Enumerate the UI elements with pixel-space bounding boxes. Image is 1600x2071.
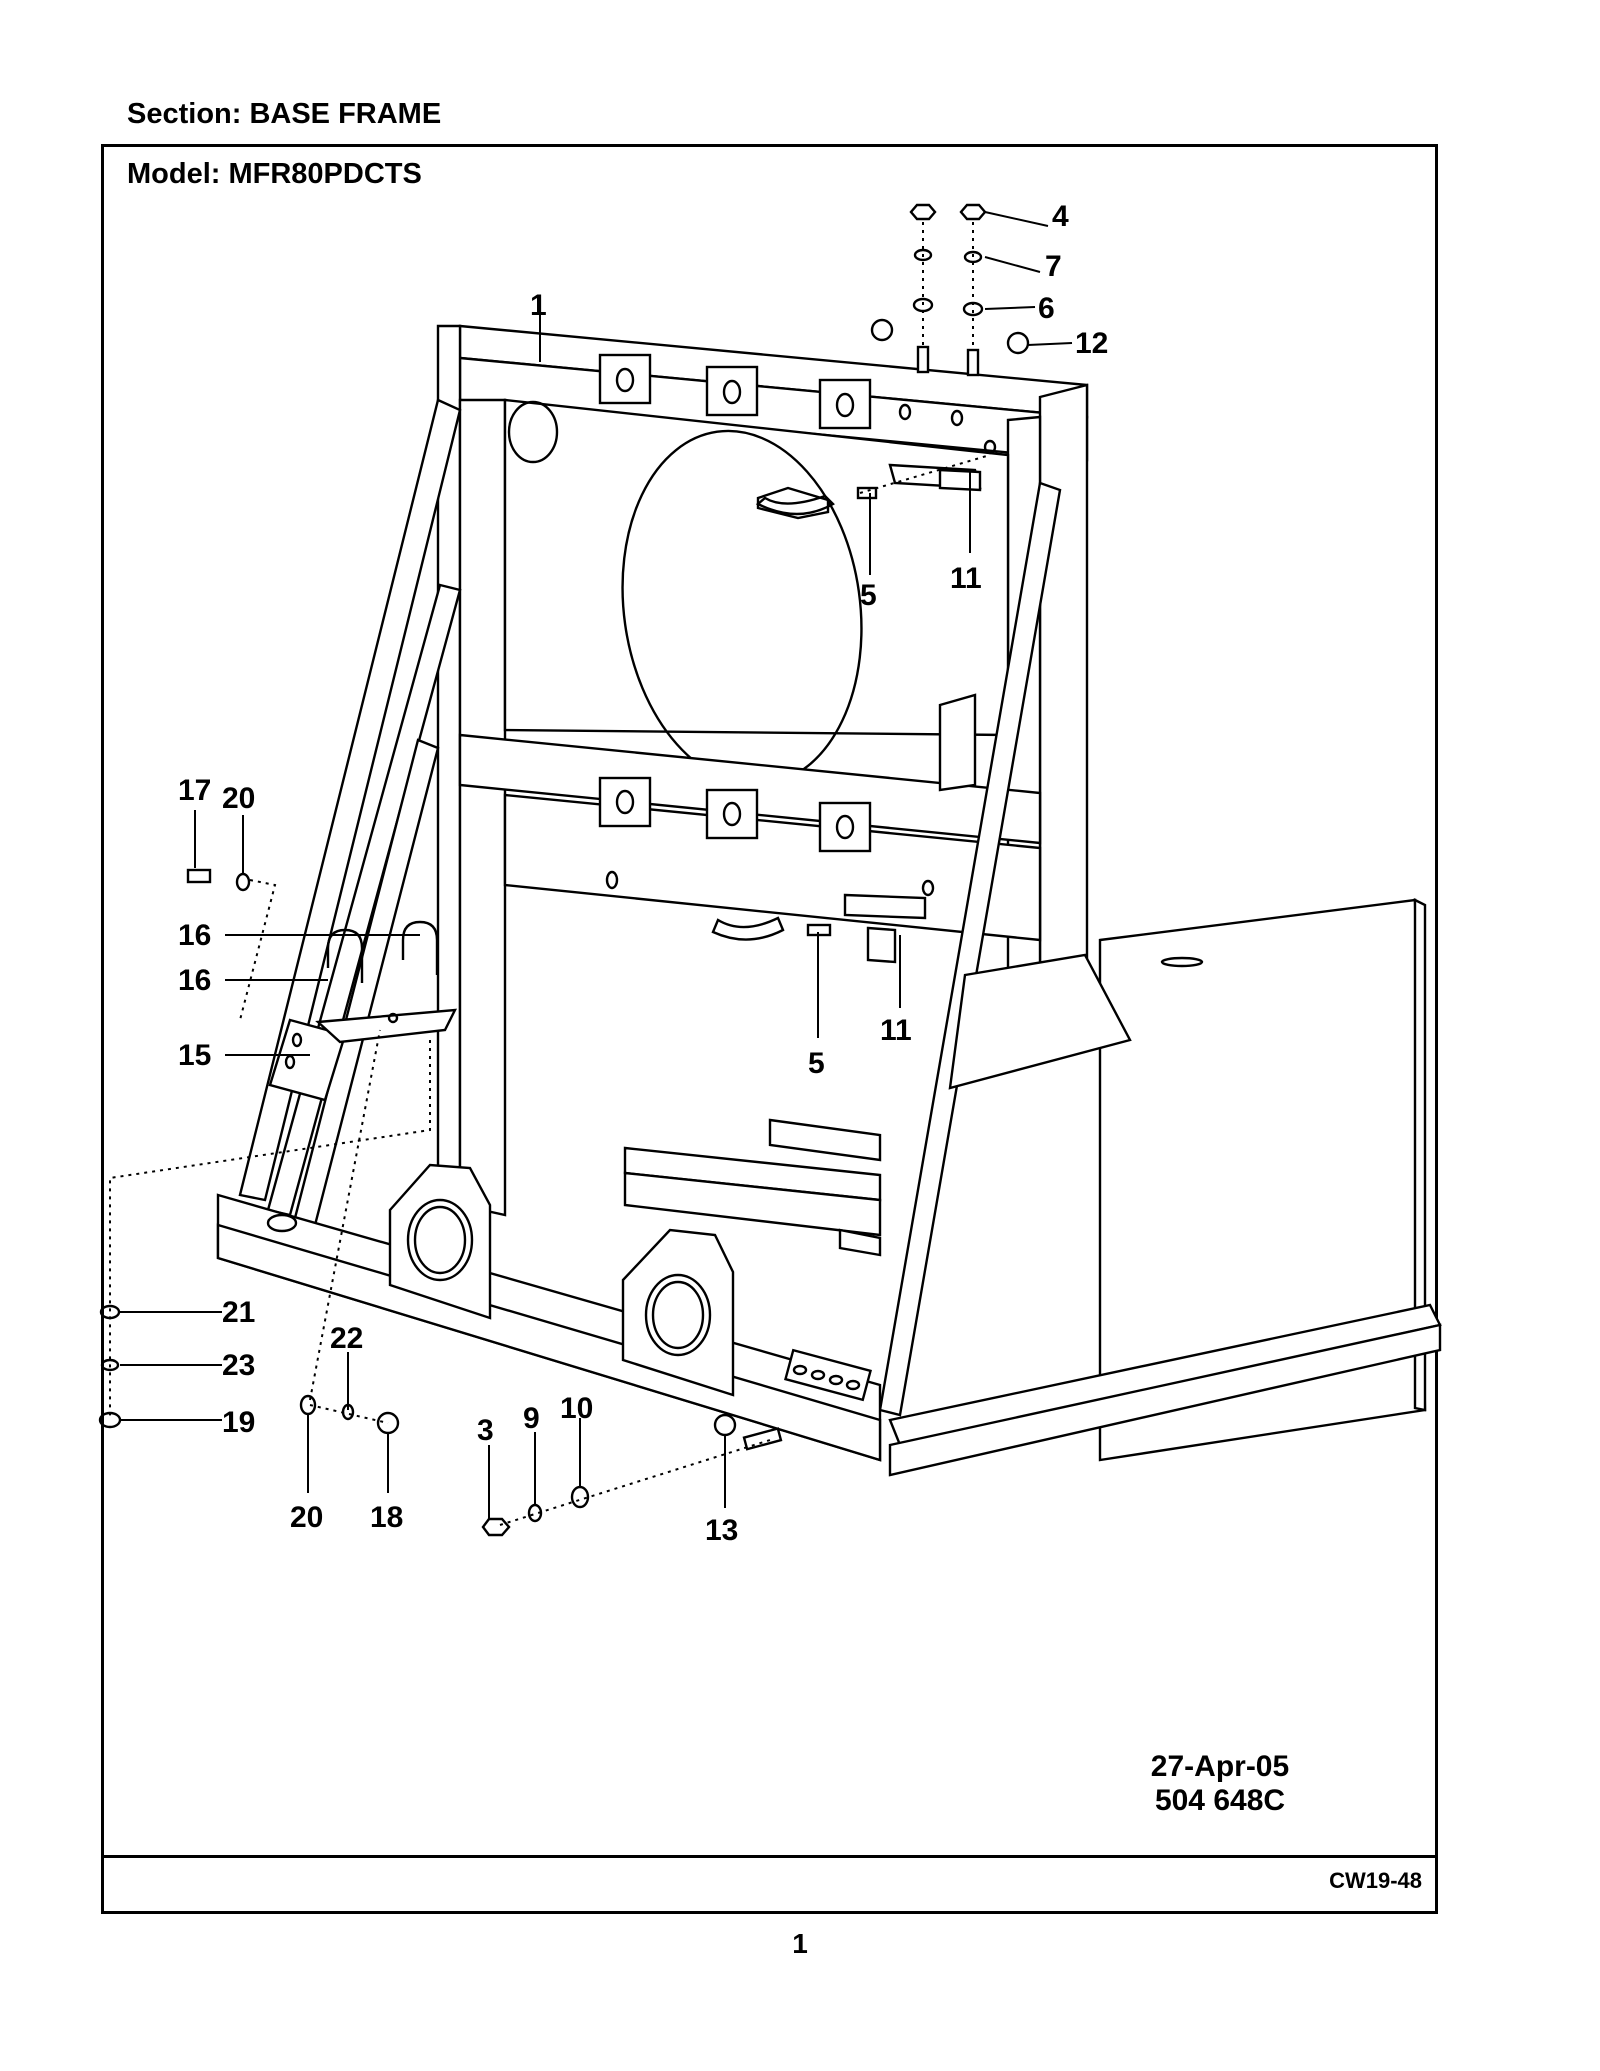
callout-18: 18 — [370, 1501, 403, 1534]
callout-12: 12 — [1075, 327, 1108, 360]
callout-6: 6 — [1038, 292, 1055, 325]
callout-10: 10 — [560, 1392, 593, 1425]
callout-20-bottom: 20 — [290, 1501, 323, 1534]
callout-22: 22 — [330, 1322, 363, 1355]
hardware-drawing — [98, 203, 1030, 1537]
callout-15: 15 — [178, 1039, 211, 1072]
callout-16-a: 16 — [178, 919, 211, 952]
callout-20-top: 20 — [222, 782, 255, 815]
drawing-part-number: 504 648C — [1154, 1784, 1286, 1817]
callout-13: 13 — [705, 1514, 738, 1547]
callout-labels: 1 4 7 6 12 5 11 17 20 16 16 15 11 5 21 2… — [178, 200, 1108, 1547]
model-title: Model: MFR80PDCTS — [127, 158, 422, 190]
callout-5-mid: 5 — [808, 1047, 825, 1080]
callout-11-top: 11 — [950, 562, 982, 595]
callout-1: 1 — [530, 289, 547, 322]
callout-4: 4 — [1052, 200, 1069, 233]
base-frame-drawing — [216, 324, 1442, 1477]
page-number: 1 — [792, 1928, 808, 1959]
leader-lines — [120, 211, 1073, 1520]
drawing-date: 27-Apr-05 — [1150, 1750, 1290, 1783]
callout-21: 21 — [222, 1296, 255, 1329]
callout-16-b: 16 — [178, 964, 211, 997]
callout-9: 9 — [523, 1402, 540, 1435]
callout-5-top: 5 — [860, 579, 877, 612]
callout-7: 7 — [1045, 250, 1062, 283]
frame-divider — [101, 1855, 1438, 1858]
date-stamp: 27-Apr-05 504 648C — [1120, 1750, 1320, 1818]
callout-3: 3 — [477, 1414, 494, 1447]
drawing-frame — [101, 144, 1438, 1914]
callout-17: 17 — [178, 774, 211, 807]
drawing-code: CW19-48 — [1329, 1868, 1422, 1893]
callout-11-mid: 11 — [880, 1014, 912, 1047]
callout-19: 19 — [222, 1406, 255, 1439]
callout-23: 23 — [222, 1349, 255, 1382]
section-title: Section: BASE FRAME — [127, 98, 442, 130]
